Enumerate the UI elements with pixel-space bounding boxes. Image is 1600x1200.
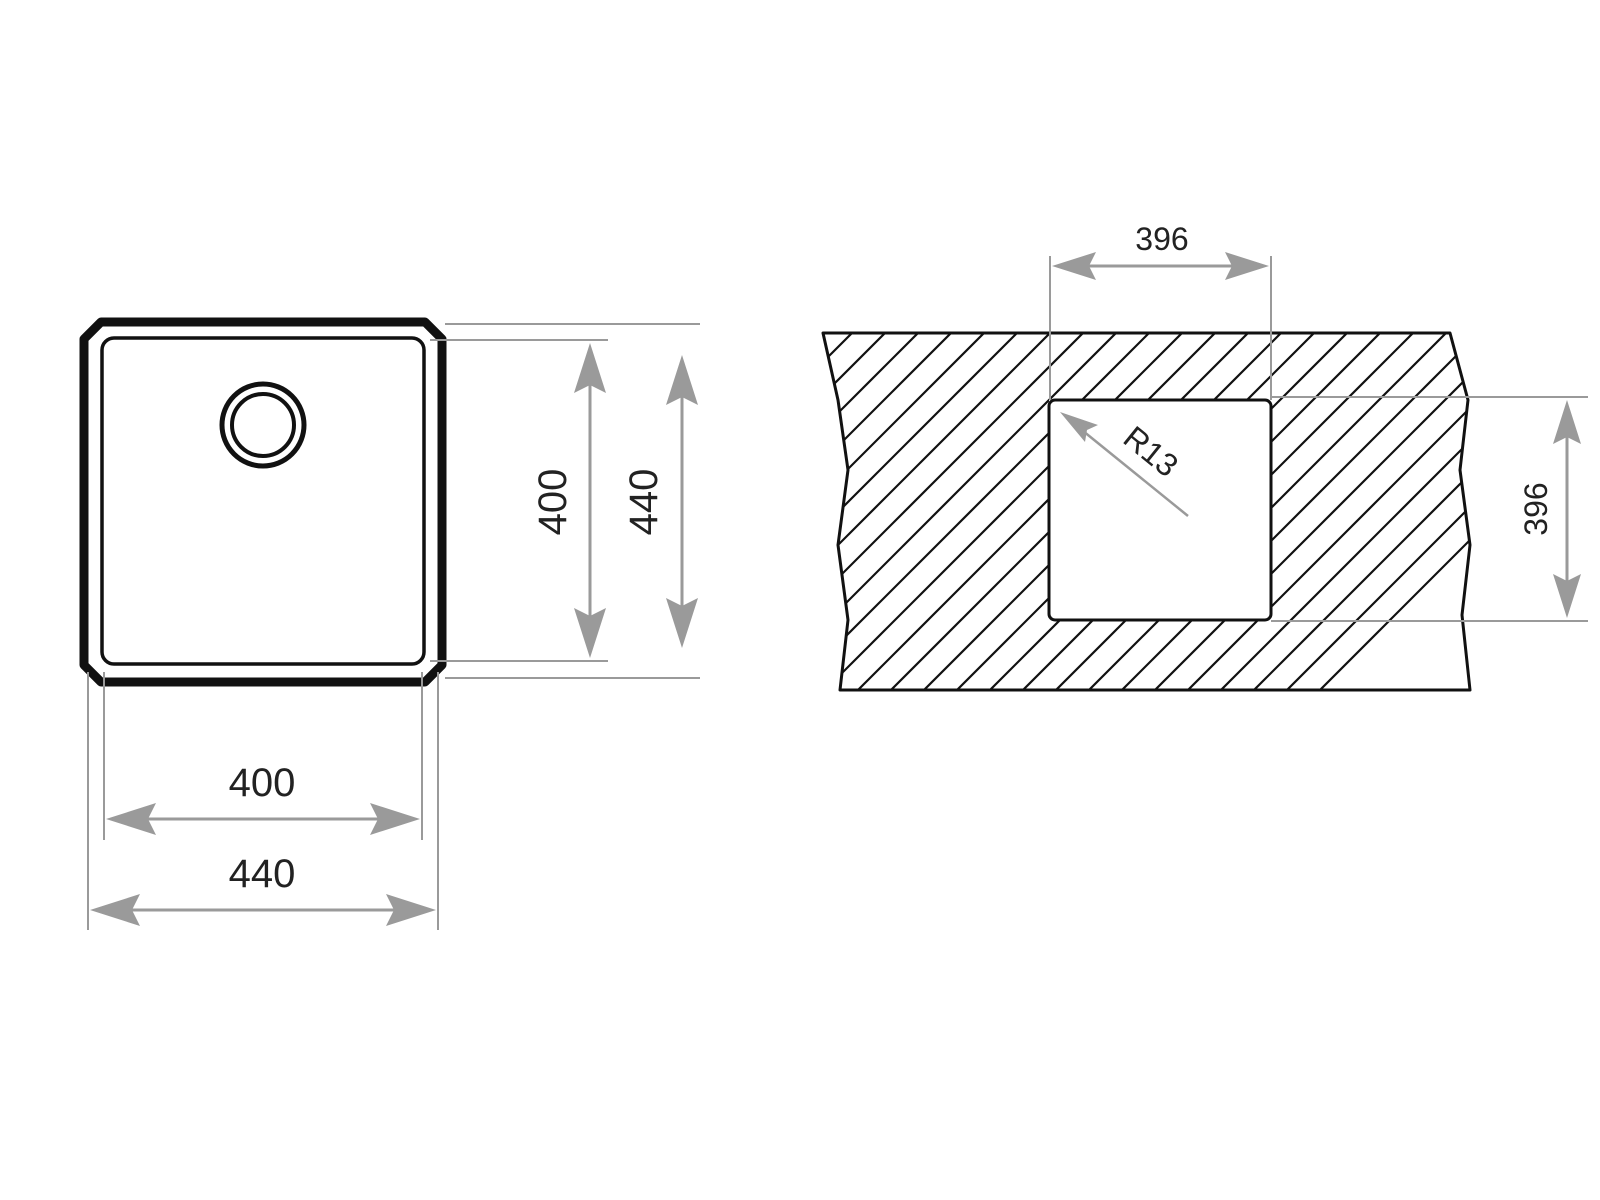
drain-icon	[219, 381, 307, 469]
outer-width-label: 440	[229, 852, 296, 896]
inner-width-label: 400	[229, 761, 296, 805]
hatch-line	[823, 333, 965, 690]
hatch-line	[1177, 333, 1470, 690]
cutout-width-label: 396	[1135, 221, 1188, 257]
hatch-line	[419, 320, 799, 700]
hatch-line	[847, 333, 1229, 690]
outer-depth-dimension	[666, 355, 698, 648]
corner-radius-leader	[1060, 412, 1189, 517]
inner-depth-dimension	[574, 343, 606, 658]
depth-extension-lines	[430, 323, 700, 679]
hatch-line	[823, 333, 899, 690]
hatch-line	[823, 333, 998, 690]
hatch-line	[1111, 333, 1470, 690]
sink-top-view: 400 440 400 440	[79, 317, 700, 930]
sink-bowl-outline	[100, 336, 426, 666]
inner-depth-label: 400	[531, 469, 575, 536]
hatch-line	[823, 333, 1130, 690]
cutout-width-dimension	[1052, 252, 1269, 280]
cutout-extension-lines	[1049, 256, 1588, 622]
hatch-line	[1243, 333, 1470, 690]
outer-width-dimension	[90, 894, 436, 926]
outer-depth-label: 440	[622, 469, 666, 536]
cutout-depth-dimension	[1553, 400, 1581, 618]
hatch-line	[823, 333, 932, 690]
hatch-line	[823, 333, 1196, 690]
hatch-line	[1210, 333, 1470, 690]
hatch-line	[823, 333, 1097, 690]
cutout-depth-label: 396	[1518, 482, 1554, 535]
hatch-line	[823, 333, 1064, 690]
hatch-line	[1309, 333, 1470, 690]
countertop-outline	[821, 331, 1472, 692]
cutout-view: 396 396 R13	[419, 221, 1588, 700]
countertop-hatching	[419, 320, 1470, 700]
sink-outer-rim	[79, 317, 447, 687]
width-extension-lines	[87, 672, 439, 930]
cutout-outline	[1047, 398, 1273, 622]
inner-width-dimension	[106, 803, 420, 835]
hatch-line	[1144, 333, 1470, 690]
